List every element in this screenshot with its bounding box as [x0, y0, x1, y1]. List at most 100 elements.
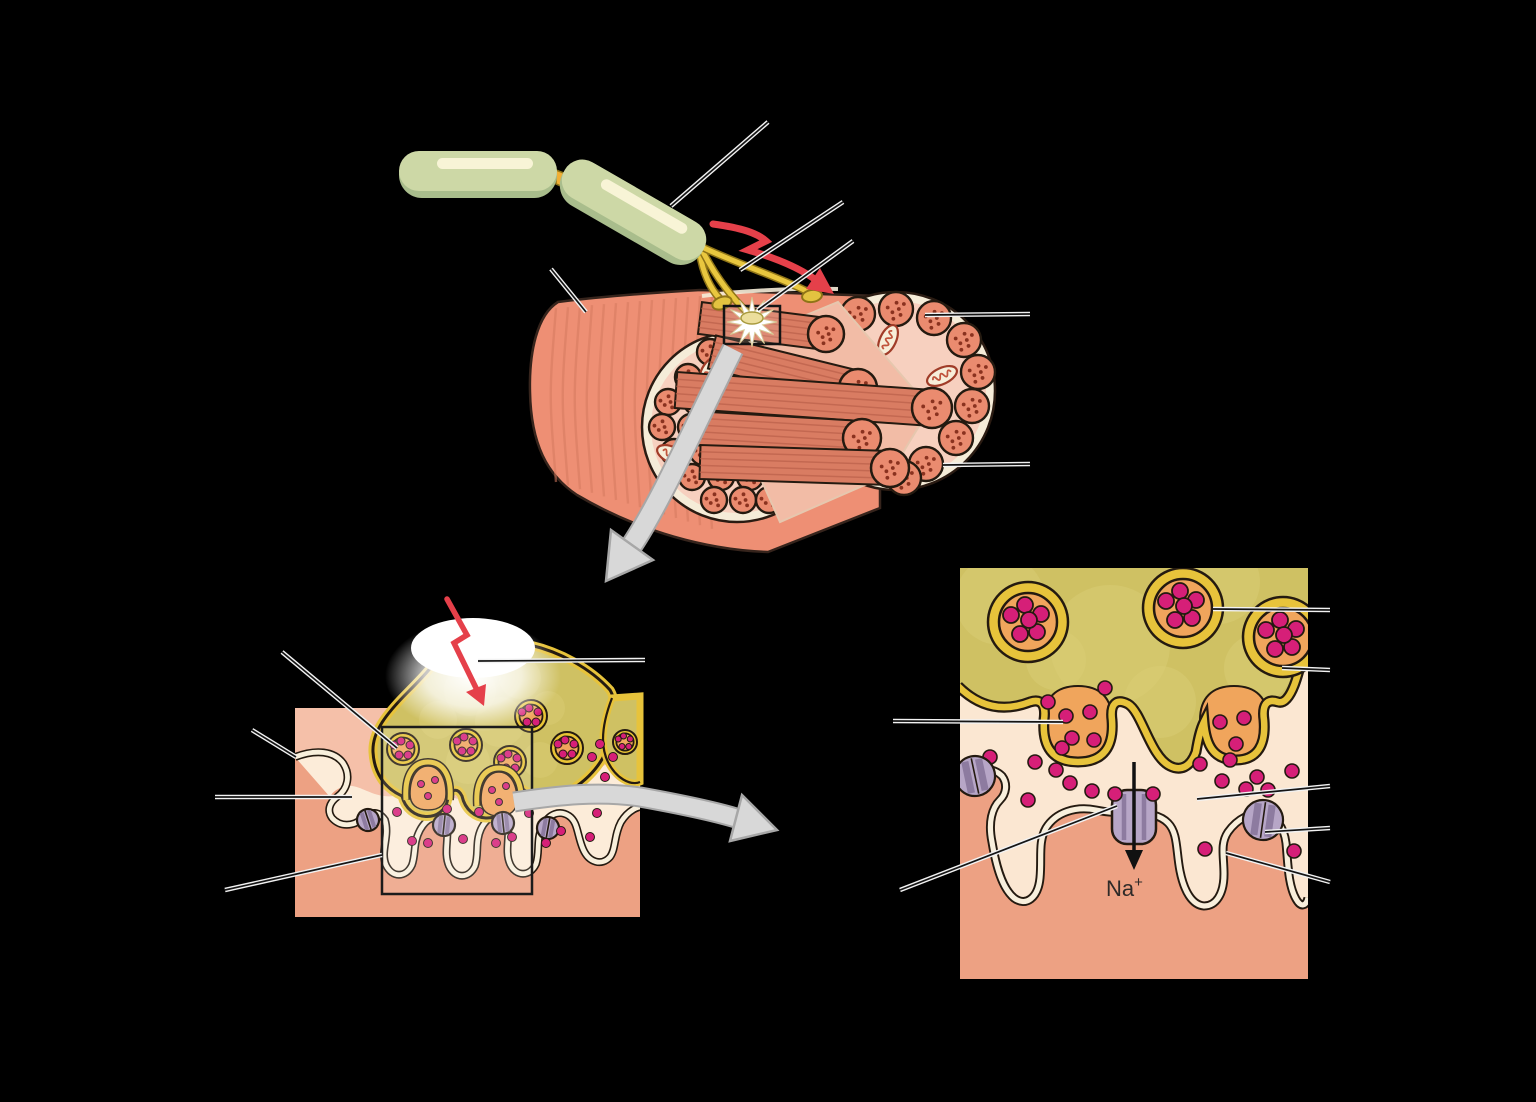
sodium-ion-text: Na+ — [1106, 874, 1143, 901]
rod-speckle — [933, 406, 937, 410]
myofibril-circle — [877, 290, 915, 328]
neurotransmitter-dot — [474, 807, 484, 817]
nmj-terminal-center — [740, 311, 764, 325]
muscle-striation — [585, 305, 594, 493]
myofibril-circle — [937, 419, 975, 457]
myofibril-speckle — [961, 431, 966, 435]
leader-line-core — [1264, 827, 1331, 833]
synapse-panel — [293, 618, 644, 917]
receptor-pore — [364, 810, 372, 830]
receptor-pore — [970, 758, 980, 794]
bolt-path — [444, 596, 480, 693]
muscle-below-membrane — [960, 769, 1308, 979]
rod-striation — [714, 341, 861, 379]
neurotransmitter-dot — [396, 736, 406, 746]
rod-striation — [700, 457, 891, 466]
receptor-stripe — [974, 758, 989, 791]
ach-receptor — [355, 807, 381, 833]
neurotransmitter-dot — [608, 752, 618, 762]
receptor-stripe — [540, 818, 548, 837]
receptor-pore — [442, 815, 446, 835]
docked-vesicle — [472, 763, 526, 817]
neurotransmitter-dot — [1028, 623, 1046, 641]
rod-speckle — [885, 475, 890, 480]
myofibril-circle — [915, 299, 953, 337]
myofibril-speckle — [950, 439, 955, 444]
neurotransmitter-dot — [1084, 783, 1100, 799]
myofibril-speckle — [741, 492, 746, 497]
rod-speckle — [926, 409, 931, 414]
myofibril-speckle — [972, 404, 977, 408]
neurotransmitter-dot — [392, 807, 402, 817]
rod-speckle — [816, 330, 821, 335]
muscle-striation — [597, 304, 606, 497]
neurotransmitter-dot — [531, 717, 541, 727]
myofibril-speckle — [966, 407, 971, 412]
leader-line — [892, 718, 1064, 725]
neurotransmitter-dot — [1222, 752, 1238, 768]
adjacent-terminal-outline — [601, 697, 641, 785]
myofibril-speckle — [759, 496, 764, 501]
myofibril-speckle — [692, 475, 697, 479]
neurotransmitter-dot — [1228, 736, 1244, 752]
myofibril-speckle — [712, 492, 717, 497]
leader-line — [924, 311, 1031, 318]
neurotransmitter-dot — [585, 832, 595, 842]
myofibril-speckle — [980, 376, 985, 380]
leader-lines — [215, 120, 1331, 893]
myofibril-rod — [698, 443, 911, 489]
neurotransmitter-dot — [1157, 592, 1175, 610]
ach-receptor — [431, 812, 457, 838]
neurotransmitter-dot — [1002, 606, 1020, 624]
excitation-glow — [411, 618, 535, 678]
myofibril-speckle — [863, 307, 868, 311]
leader-line — [1212, 606, 1331, 613]
neurotransmitter-dot — [1048, 762, 1064, 778]
receptor-pore — [545, 818, 551, 838]
mitochondrion-cristae — [932, 369, 952, 381]
neurotransmitter-dot — [1257, 621, 1275, 639]
axon-branch — [701, 245, 811, 295]
neurotransmitter-dot — [1249, 769, 1265, 785]
rod-striation — [692, 423, 863, 436]
receptor-stripe — [444, 816, 451, 835]
zoom-arrow-to-synapse — [604, 343, 744, 584]
myofibril-speckle — [708, 501, 713, 505]
myelin-body — [561, 159, 707, 261]
rod-cut-face — [806, 314, 846, 354]
muscle-striation — [621, 302, 630, 504]
motor-neuron — [555, 168, 823, 348]
rod-speckle — [856, 379, 861, 384]
myofibril-speckle — [983, 365, 988, 369]
cleft-panel — [960, 568, 1308, 979]
leader-line-core — [550, 268, 587, 313]
leader-line — [477, 657, 646, 664]
receptor-stripe — [496, 814, 503, 833]
leader-line-core — [477, 659, 646, 662]
myelin-segment-2 — [559, 159, 707, 265]
myofibril-speckle — [958, 442, 963, 446]
rod-speckle — [860, 429, 865, 434]
muscle-striation — [549, 308, 558, 483]
rod-speckle — [927, 416, 932, 421]
leader-line-core — [899, 805, 1118, 891]
rod-speckle — [890, 466, 895, 470]
myofibril-speckle — [951, 445, 956, 450]
muscle-membrane — [294, 749, 641, 879]
myelin-highlight — [437, 158, 533, 169]
neurotransmitter-dot — [1040, 694, 1056, 710]
neurotransmitter-dot — [1271, 611, 1289, 629]
action-potential-path — [709, 220, 821, 285]
rod-striation — [691, 437, 862, 449]
myofibril-speckle — [898, 313, 903, 317]
myofibril-speckle — [686, 478, 691, 482]
myofibril-speckle — [926, 462, 931, 466]
rod-speckle — [862, 436, 867, 440]
myofibril-speckle — [962, 331, 967, 336]
neurotransmitter-dot — [457, 746, 467, 756]
leader-line — [250, 728, 298, 759]
neurotransmitter-dot — [423, 838, 433, 848]
leader-line — [224, 852, 383, 893]
myofibril-speckle — [977, 399, 982, 403]
